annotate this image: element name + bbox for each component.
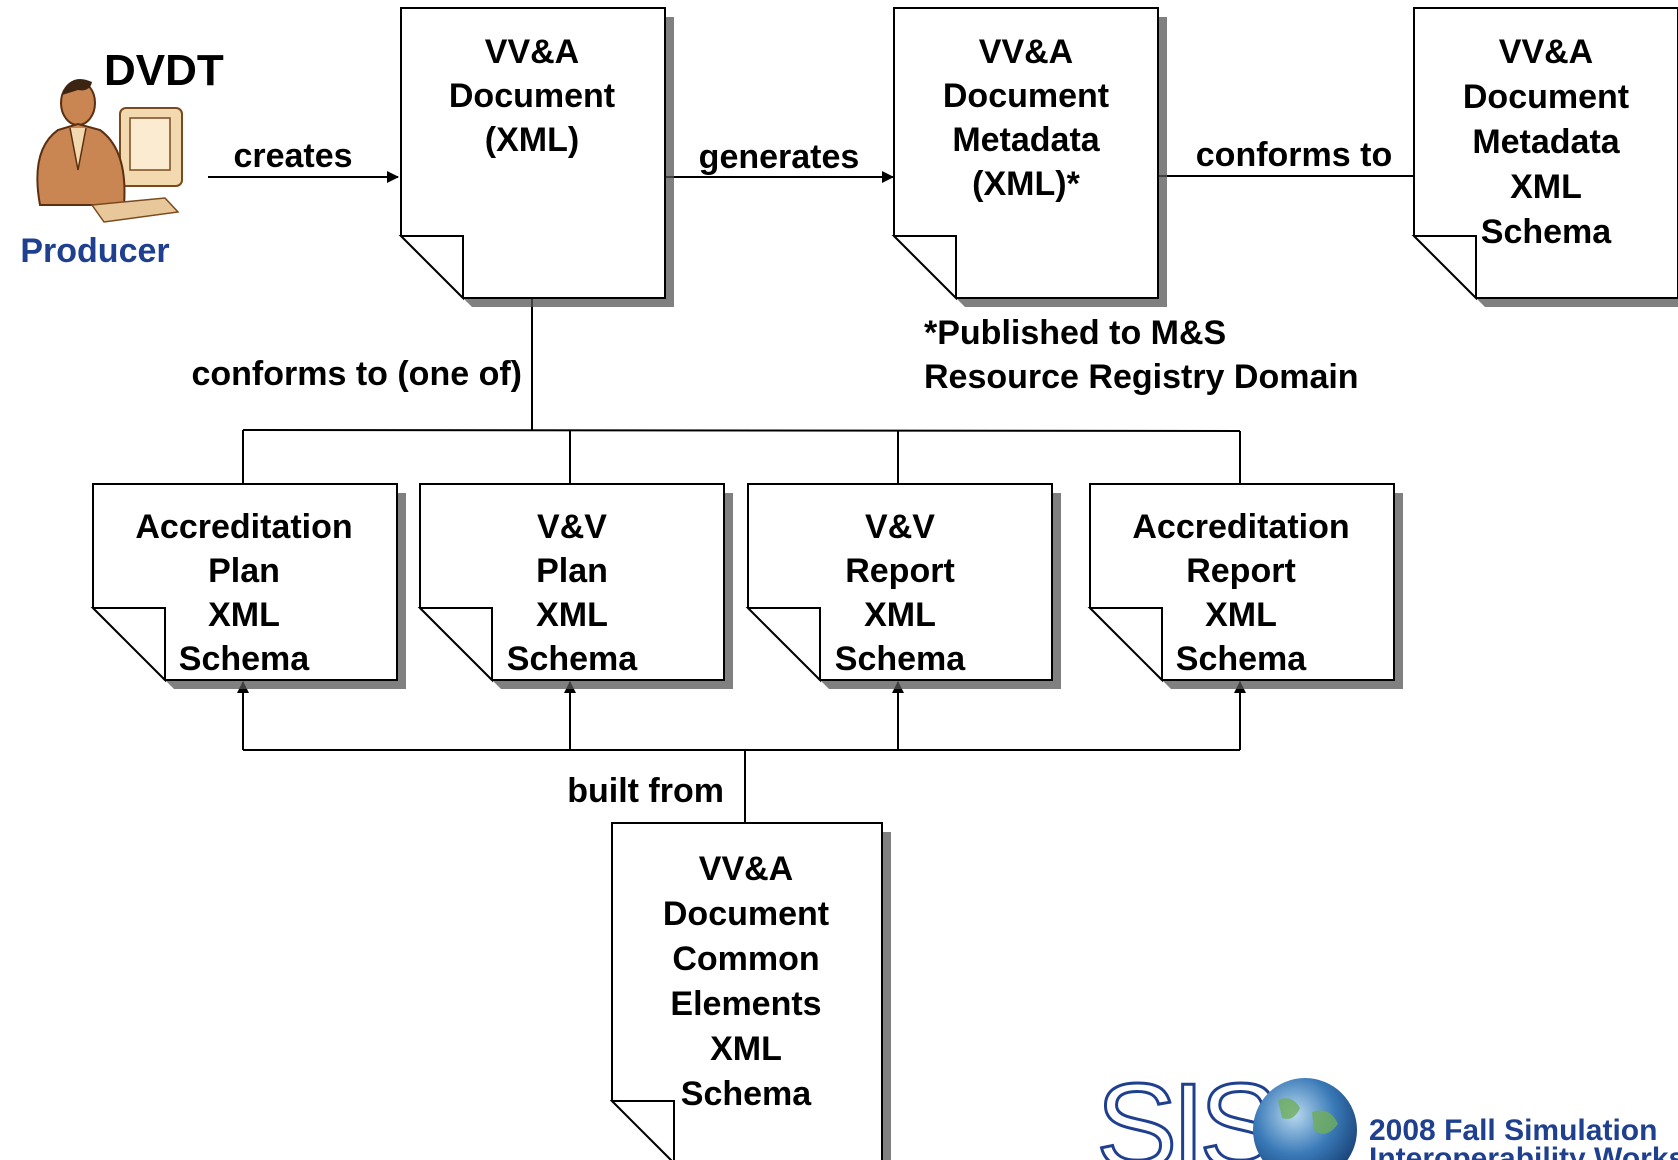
generates-label: generates <box>699 138 860 176</box>
doc-text-line: Document <box>663 895 829 933</box>
doc-text-line: Plan <box>208 552 280 590</box>
doc-page <box>419 483 725 681</box>
doc-text-line: Schema <box>507 640 638 678</box>
doc-text-line: XML <box>1510 168 1582 206</box>
conforms-to-label: conforms to <box>1196 136 1392 174</box>
doc-text-line: VV&A <box>485 33 579 71</box>
connectors <box>208 171 1413 823</box>
conforms-one-of-label: conforms to (one of) <box>191 355 522 393</box>
doc-vva-document: VV&A Document (XML) <box>398 7 674 307</box>
doc-text-line: Report <box>1186 552 1296 590</box>
doc-text-line: Schema <box>1176 640 1307 678</box>
doc-text-line: XML <box>536 596 608 634</box>
doc-fold <box>891 235 957 301</box>
doc-page <box>611 822 883 1160</box>
person-at-computer-icon <box>36 78 183 223</box>
sis-logo: SIS 2008 Fall Simulation Interoperabilit… <box>1095 1057 1678 1160</box>
doc-page <box>1089 483 1395 681</box>
doc-text-line: Schema <box>1481 213 1612 251</box>
doc-page <box>893 7 1159 299</box>
doc-text-line: Report <box>845 552 955 590</box>
doc-text-line: Accreditation <box>135 508 352 546</box>
doc-page <box>92 483 398 681</box>
doc-text-line: Accreditation <box>1132 508 1349 546</box>
doc-text-line: XML <box>710 1030 782 1068</box>
doc-text-line: Schema <box>179 640 310 678</box>
doc-text-line: XML <box>864 596 936 634</box>
doc-text-line: Elements <box>670 985 821 1023</box>
globe-icon <box>1253 1078 1357 1160</box>
doc-text-line: VV&A <box>1499 33 1593 71</box>
doc-text-line: Document <box>943 77 1109 115</box>
doc-text-line: VV&A <box>699 850 793 888</box>
doc-text-line: (XML) <box>485 121 579 159</box>
doc-text-line: Schema <box>681 1075 812 1113</box>
doc-fold <box>1087 607 1163 683</box>
doc-text-line: (XML)* <box>972 165 1080 203</box>
sis-logo-text: SIS <box>1096 1058 1275 1160</box>
doc-text-line: Document <box>449 77 615 115</box>
doc-text-line: Plan <box>536 552 608 590</box>
documents-layer: VV&ADocument(XML)VV&ADocumentMetadata(XM… <box>90 7 1678 1160</box>
schema-bus-top <box>242 429 1241 432</box>
doc-text-line: Common <box>672 940 819 978</box>
doc-text-line: XML <box>208 596 280 634</box>
actor-name: DVDT <box>104 46 224 95</box>
doc-text-line: XML <box>1205 596 1277 634</box>
doc-text-line: VV&A <box>979 33 1073 71</box>
doc-fold <box>1411 235 1477 301</box>
actor-role: Producer <box>20 232 169 270</box>
doc-text-line: Schema <box>835 640 966 678</box>
creates-label: creates <box>233 137 352 175</box>
doc-text-line: Metadata <box>952 121 1100 159</box>
doc-fold <box>609 1100 675 1160</box>
doc-page <box>747 483 1053 681</box>
doc-page <box>1413 7 1678 299</box>
built-from-label: built from <box>567 772 724 810</box>
footnote-line-1: *Published to M&S <box>924 314 1226 352</box>
doc-fold <box>745 607 821 683</box>
doc-text-line: Metadata <box>1472 123 1620 161</box>
doc-text-line: V&V <box>865 508 935 546</box>
doc-text-line: V&V <box>537 508 607 546</box>
footnote: *Published to M&S Resource Registry Doma… <box>924 314 1359 396</box>
producer-actor: DVDT Producer <box>20 46 224 270</box>
doc-text-line: Document <box>1463 78 1629 116</box>
doc-fold <box>398 235 464 301</box>
footnote-line-2: Resource Registry Domain <box>924 358 1359 396</box>
logo-event-line-1: 2008 Fall Simulation <box>1369 1114 1657 1147</box>
logo-event-line-2: Interoperability Workshop <box>1369 1142 1678 1160</box>
doc-fold <box>417 607 493 683</box>
doc-page <box>400 7 666 299</box>
doc-fold <box>90 607 166 683</box>
